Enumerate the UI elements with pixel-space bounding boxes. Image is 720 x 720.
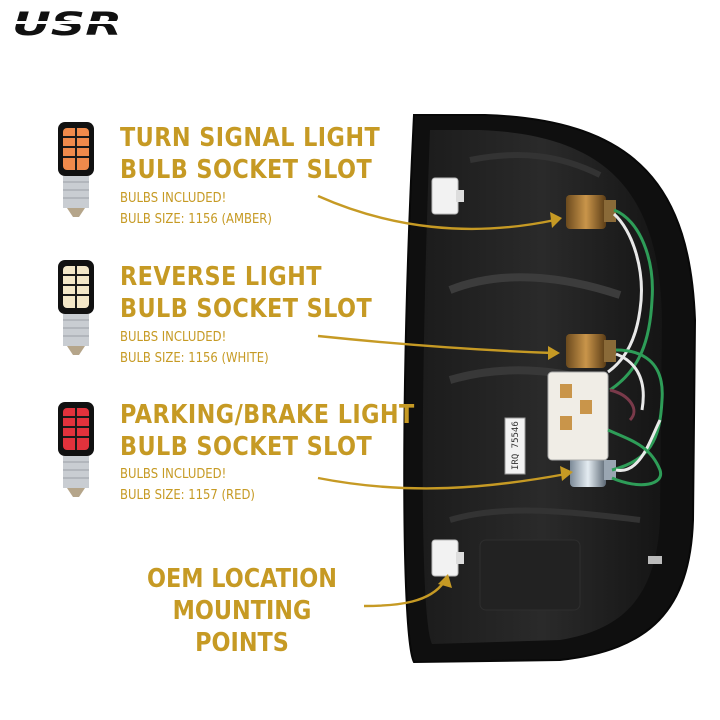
wiring-harness	[607, 208, 664, 487]
reverse-title-line2: BULB SOCKET SLOT	[120, 294, 373, 324]
parking-brake-note-line1: BULBS INCLUDED!	[120, 466, 227, 482]
wire-connector	[547, 371, 609, 461]
turn-signal-note-line2: BULB SIZE: 1156 (AMBER)	[120, 211, 272, 227]
reverse-title: REVERSE LIGHT BULB SOCKET SLOT	[120, 261, 372, 325]
reverse-title-line1: REVERSE LIGHT	[120, 262, 322, 292]
parking-brake-title: PARKING/BRAKE LIGHT BULB SOCKET SLOT	[120, 399, 415, 463]
arrow-heads	[438, 212, 573, 588]
mounting-line1: OEM LOCATION	[146, 564, 338, 594]
mounting-line2: MOUNTING POINTS	[172, 596, 312, 658]
turn-signal-socket	[566, 195, 616, 229]
parking-brake-note: BULBS INCLUDED! BULB SIZE: 1157 (RED)	[120, 464, 255, 506]
parking-brake-title-line2: BULB SOCKET SLOT	[120, 432, 373, 462]
reverse-note: BULBS INCLUDED! BULB SIZE: 1156 (WHITE)	[120, 327, 269, 369]
mounting-points-title: OEM LOCATION MOUNTING POINTS	[139, 563, 345, 659]
reverse-note-line1: BULBS INCLUDED!	[120, 329, 227, 345]
mounting-clip-bottom	[431, 539, 464, 577]
turn-signal-title: TURN SIGNAL LIGHT BULB SOCKET SLOT	[120, 122, 380, 186]
white-led-bulb-icon	[58, 260, 94, 355]
housing-label: IRQ 75546	[511, 421, 521, 470]
usr-logo: USR	[10, 6, 126, 40]
parking-brake-title-line1: PARKING/BRAKE LIGHT	[120, 400, 415, 430]
brake-socket	[570, 455, 616, 487]
turn-signal-note-line1: BULBS INCLUDED!	[120, 190, 227, 206]
mounting-clip-top	[431, 177, 464, 215]
parking-brake-note-line2: BULB SIZE: 1157 (RED)	[120, 487, 255, 503]
amber-led-bulb-icon	[58, 122, 94, 217]
reverse-note-line2: BULB SIZE: 1156 (WHITE)	[120, 350, 269, 366]
turn-signal-title-line2: BULB SOCKET SLOT	[120, 155, 373, 185]
reverse-socket	[566, 334, 616, 368]
turn-signal-note: BULBS INCLUDED! BULB SIZE: 1156 (AMBER)	[120, 188, 272, 230]
red-led-bulb-icon	[58, 402, 94, 497]
callout-arrows	[317, 194, 567, 608]
turn-signal-title-line1: TURN SIGNAL LIGHT	[120, 123, 381, 153]
